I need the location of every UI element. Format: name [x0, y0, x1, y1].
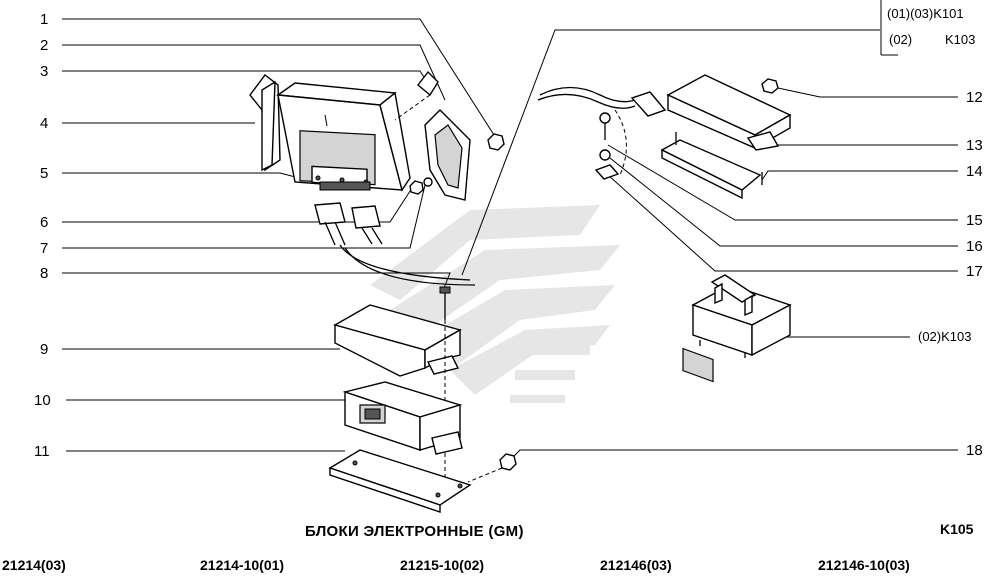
ecu-main [249, 74, 476, 286]
legend-row-2-code: (02) [889, 32, 912, 47]
cover-9 [333, 304, 462, 500]
callout-10: 10 [34, 392, 51, 409]
bracket-14 [594, 109, 763, 200]
callout-11: 11 [34, 443, 50, 460]
callout-18: 18 [966, 442, 983, 459]
callout-1: 1 [40, 11, 48, 28]
model-3: 21215-10(02) [400, 557, 484, 573]
model-1: 21214(03) [2, 557, 66, 573]
fasteners [409, 133, 505, 320]
callout-14: 14 [966, 163, 983, 180]
model-list: 21214(03) 21214-10(01) 21215-10(02) 2121… [2, 557, 910, 573]
callout-3: 3 [40, 63, 48, 80]
model-5: 212146-10(03) [818, 557, 910, 573]
module-k103 [691, 274, 792, 358]
callout-5: 5 [40, 165, 48, 182]
leader-k101 [461, 29, 880, 276]
model-4: 212146(03) [600, 557, 672, 573]
page-code: K105 [940, 521, 974, 537]
callout-9: 9 [40, 341, 48, 358]
callout-6: 6 [40, 214, 48, 231]
callout-17: 17 [966, 263, 983, 280]
callout-4: 4 [40, 115, 48, 132]
bracket-2 [394, 70, 471, 201]
callout-2: 2 [40, 37, 48, 54]
callout-8: 8 [40, 265, 48, 282]
diagram-title: БЛОКИ ЭЛЕКТРОННЫЕ (GM) [305, 523, 524, 540]
variant-label: (02)K103 [918, 329, 971, 344]
plate-11 [328, 449, 517, 513]
module-10 [342, 381, 463, 455]
callout-16: 16 [966, 238, 983, 255]
callout-15: 15 [966, 212, 983, 229]
module-k101 [537, 74, 792, 383]
model-2: 21214-10(01) [200, 557, 284, 573]
callout-7: 7 [40, 240, 48, 257]
legend-box: (01)(03)K101 (02) K103 [880, 0, 975, 56]
callout-13: 13 [966, 137, 983, 154]
legend-row-1: (01)(03)K101 [887, 6, 964, 21]
legend-row-2-part: K103 [945, 32, 975, 47]
callout-12: 12 [966, 89, 983, 106]
